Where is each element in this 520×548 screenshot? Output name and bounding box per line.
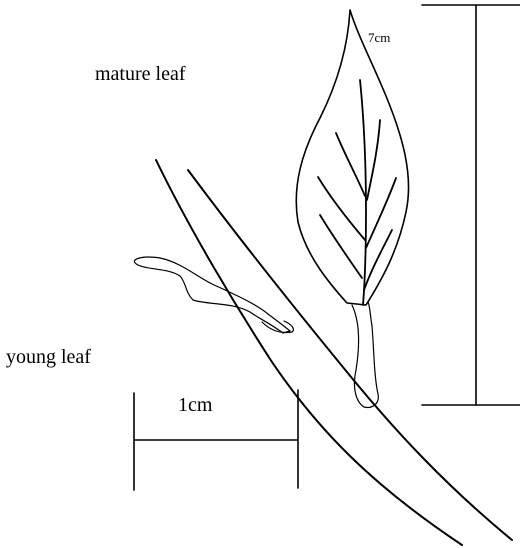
height-7cm-label: 7cm	[368, 30, 390, 45]
mature-leaf-vein	[336, 133, 365, 196]
height-scale-bar	[422, 5, 520, 405]
length-scale-bar	[134, 390, 298, 490]
mature-leaf-vein	[318, 177, 365, 240]
scale-1cm-label: 1cm	[178, 394, 213, 416]
young-leaf-blade	[134, 257, 290, 333]
stem-right-edge	[188, 170, 512, 540]
mature-leaf-vein	[320, 215, 362, 278]
mature-leaf-vein	[366, 178, 396, 248]
mature-leaf	[296, 10, 408, 407]
mature-leaf-petiole	[352, 302, 378, 407]
stem-left-edge	[156, 160, 462, 545]
mature-leaf-vein	[364, 230, 392, 290]
mature-leaf-vein	[367, 120, 380, 200]
stem	[156, 160, 512, 545]
mature-leaf-blade	[296, 10, 408, 305]
mature-leaf-label: mature leaf	[95, 63, 186, 85]
young-leaf-label: young leaf	[6, 346, 91, 368]
